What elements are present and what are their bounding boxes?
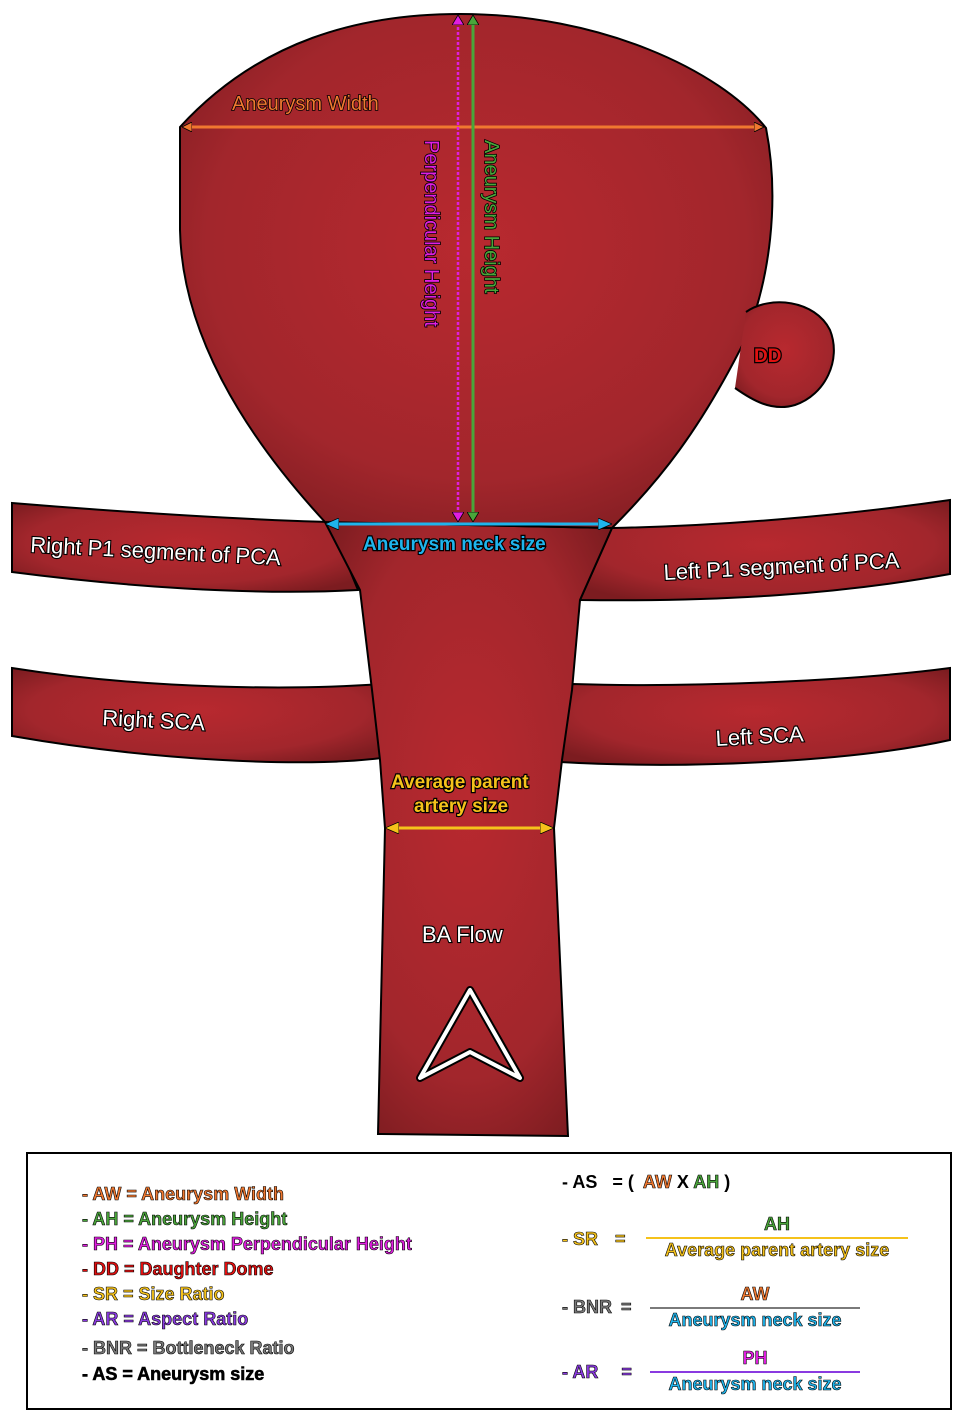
aneurysm-height-label: Aneurysm Height [480, 140, 502, 294]
perpendicular-height-label: Perpendicular Height [420, 140, 442, 327]
left-sca-label: Left SCA [715, 721, 805, 751]
ba-flow-label: BA Flow [422, 922, 503, 947]
formula-as-eq: = ( [612, 1172, 634, 1192]
daughter-dome-label: DD [754, 346, 781, 367]
formula-bnr-prefix-text: - BNR [562, 1297, 612, 1317]
formula-ar-prefix: - AR = [562, 1362, 632, 1383]
formula-sr-eq: = [615, 1229, 626, 1249]
formula-bnr-eq: = [621, 1297, 632, 1317]
neck-size-label: Aneurysm neck size [363, 534, 546, 555]
formula-as-ah: AH [693, 1172, 719, 1192]
formula-as-prefix: - AS [562, 1172, 597, 1192]
formula-as-aw: AW [643, 1172, 672, 1192]
aneurysm-width-label: Aneurysm Width [232, 93, 379, 115]
formula-ar-numerator: PH [650, 1348, 860, 1371]
legend-item-ar: - AR = Aspect Ratio [82, 1309, 248, 1330]
legend-item-dd: - DD = Daughter Dome [82, 1259, 274, 1280]
legend-item-bnr: - BNR = Bottleneck Ratio [82, 1338, 295, 1359]
formula-bnr-prefix: - BNR = [562, 1297, 632, 1318]
formula-sr-prefix: - SR = [562, 1229, 626, 1250]
formula-sr-numerator: AH [646, 1214, 908, 1237]
formula-as: - AS = ( AW X AH ) [562, 1172, 730, 1193]
legend-box: - AW = Aneurysm Width - AH = Aneurysm He… [26, 1152, 952, 1410]
daughter-dome [735, 302, 834, 407]
parent-artery-label-line1: Average parent [391, 772, 529, 793]
legend-item-ph: - PH = Aneurysm Perpendicular Height [82, 1234, 412, 1255]
formula-bnr-denominator: Aneurysm neck size [650, 1309, 860, 1331]
formula-bnr-fraction: AW Aneurysm neck size [650, 1284, 860, 1331]
aneurysm-diagram: Aneurysm Width Aneurysm Height Perpendic… [0, 0, 961, 1150]
formula-as-x: X [677, 1172, 689, 1192]
formula-sr-prefix-text: - SR [562, 1229, 598, 1249]
legend-item-sr: - SR = Size Ratio [82, 1284, 225, 1305]
formula-as-close: ) [724, 1172, 730, 1192]
formula-bnr-numerator: AW [650, 1284, 860, 1307]
legend-item-ah: - AH = Aneurysm Height [82, 1209, 287, 1230]
formula-ar-prefix-text: - AR [562, 1362, 598, 1382]
formula-sr-fraction: AH Average parent artery size [646, 1214, 908, 1261]
formula-ar-eq: = [621, 1362, 632, 1382]
legend-item-as: - AS = Aneurysm size [82, 1364, 264, 1385]
aneurysm-dome [180, 14, 772, 528]
formula-ar-fraction: PH Aneurysm neck size [650, 1348, 860, 1395]
formula-ar-denominator: Aneurysm neck size [650, 1373, 860, 1395]
formula-sr-denominator: Average parent artery size [646, 1239, 908, 1261]
left-sca-vessel [560, 668, 950, 765]
legend-item-aw: - AW = Aneurysm Width [82, 1184, 284, 1205]
parent-artery-label-line2: artery size [414, 796, 508, 817]
